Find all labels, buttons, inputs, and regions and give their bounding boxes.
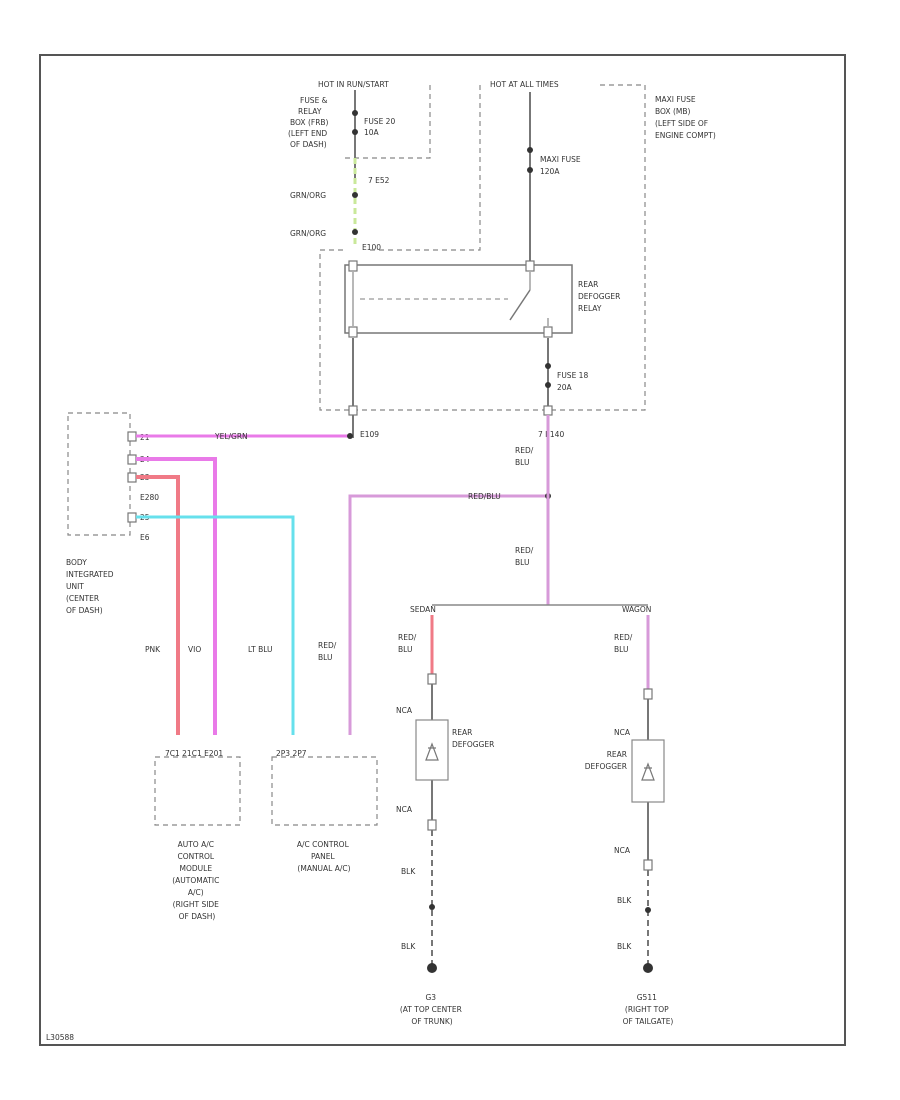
- fuse-18-bottom-terminal: [545, 382, 551, 388]
- bcm-pin-1: [127, 431, 137, 442]
- ground-g3-icon: [427, 963, 437, 973]
- sedan-red-blu-label: RED/BLU: [398, 633, 417, 654]
- relay-terminal-4: [543, 326, 553, 338]
- nca-label-1: NCA: [396, 706, 413, 715]
- connector-e140: 7 E140: [538, 430, 564, 439]
- underhood-box-label: MAXI FUSE BOX (MB) (LEFT SIDE OF ENGINE …: [655, 95, 716, 140]
- nca-label-3: NCA: [614, 728, 631, 737]
- sedan-label: SEDAN: [410, 605, 436, 614]
- bcm-pin-5: [127, 512, 137, 523]
- red-blu-ac-wire: [348, 494, 548, 735]
- bcm-connector-e6: E6: [140, 533, 150, 542]
- bcm-relay-wire-label: YEL/GRN: [214, 432, 248, 441]
- hot-box-outline: [368, 85, 481, 251]
- nca-label-4: NCA: [614, 846, 631, 855]
- fuse-20-top-terminal: [352, 110, 358, 116]
- red-blu-label-2: RED/BLU: [515, 546, 534, 567]
- blk-label-4: BLK: [617, 942, 632, 951]
- body-integrated-unit-label: BODY INTEGRATED UNIT (CENTER OF DASH): [66, 558, 116, 615]
- wagon-label: WAGON: [622, 605, 651, 614]
- hot-in-run-label: HOT IN RUN/START: [318, 80, 389, 89]
- body-integrated-unit-box: [67, 412, 131, 536]
- bcm-relay-splice: [347, 433, 353, 439]
- ac-control-panel-label: A/C CONTROL PANEL (MANUAL A/C): [297, 840, 351, 873]
- red-blu-vertical-label: RED/BLU: [318, 641, 337, 662]
- auto-ac-connector-pins: 7C1 21C1 E201: [165, 749, 223, 758]
- wagon-ground-splice: [645, 907, 651, 913]
- fuse-relay-box-label: FUSE & RELAY BOX (FRB) (LEFT END OF DASH…: [288, 96, 331, 149]
- sedan-defogger-connector-top: [427, 673, 437, 685]
- connector-e100: E100: [362, 243, 381, 252]
- bcm-pin-2: [127, 454, 137, 465]
- bcm-pin-column: 21 24 23 E280 25 E6: [127, 431, 159, 542]
- ac-panel-connector-pins: 2P3 2P7: [276, 749, 307, 758]
- grn-org-splice-2: [352, 229, 358, 235]
- diagram-frame: [39, 54, 846, 1046]
- nca-label-2: NCA: [396, 805, 413, 814]
- ac-control-panel-box: [271, 756, 378, 826]
- sedan-rear-defogger: [415, 719, 449, 781]
- grn-org-splice-1: [352, 192, 358, 198]
- wagon-rear-defogger: [631, 739, 665, 803]
- rear-defogger-relay: [344, 264, 573, 334]
- ground-g511-label: G511 (RIGHT TOP OF TAILGATE): [623, 993, 674, 1026]
- ground-g3-label: G3 (AT TOP CENTER OF TRUNK): [400, 993, 464, 1026]
- blk-label-1: BLK: [401, 867, 416, 876]
- hot-at-all-times-label: HOT AT ALL TIMES: [490, 80, 559, 89]
- fuse-20-bottom-terminal: [352, 129, 358, 135]
- blk-label-2: BLK: [401, 942, 416, 951]
- red-blu-horizontal-label: RED/BLU: [468, 492, 501, 501]
- ground-g511-icon: [643, 963, 653, 973]
- maxi-fuse-bottom-terminal: [527, 167, 533, 173]
- bcm-pin-3: [127, 472, 137, 483]
- relay-terminal-1: [348, 260, 358, 272]
- fuse-18-top-terminal: [545, 363, 551, 369]
- underhood-box-outline: [319, 84, 646, 411]
- relay-terminal-2: [525, 260, 535, 272]
- pnk-wire: [136, 475, 180, 735]
- wagon-red-blu-label: RED/BLU: [614, 633, 633, 654]
- lt-blu-wire-label: LT BLU: [248, 645, 273, 654]
- sedan-defogger-connector-bottom: [427, 819, 437, 831]
- wagon-defogger-connector-top: [643, 688, 653, 700]
- connector-frb-out: 7 E52: [368, 176, 390, 185]
- diagram-code: L30588: [46, 1033, 74, 1042]
- e140-terminal: [543, 405, 553, 416]
- grn-org-label-1: GRN/ORG: [290, 191, 326, 200]
- relay-switch-contact: [509, 289, 531, 321]
- rear-defogger-relay-label: REAR DEFOGGER RELAY: [578, 280, 623, 313]
- bcm-connector-e280: E280: [140, 493, 159, 502]
- sedan-defogger-heater-icon: [425, 742, 439, 761]
- wagon-defogger-connector-bottom: [643, 859, 653, 871]
- relay-terminal-3: [348, 326, 358, 338]
- red-blu-label-1: RED/BLU: [515, 446, 534, 467]
- sedan-ground-splice: [429, 904, 435, 910]
- auto-ac-control-module-box: [154, 756, 241, 826]
- grn-org-label-2: GRN/ORG: [290, 229, 326, 238]
- e109-terminal: [348, 405, 358, 416]
- fuse-relay-box-outline: [345, 85, 431, 159]
- vio-wire-label: VIO: [188, 645, 201, 654]
- lt-blu-wire: [136, 515, 295, 735]
- blk-label-3: BLK: [617, 896, 632, 905]
- maxi-fuse-top-terminal: [527, 147, 533, 153]
- pnk-wire-label: PNK: [145, 645, 161, 654]
- wagon-defogger-heater-icon: [641, 762, 655, 781]
- connector-e109: E109: [360, 430, 379, 439]
- vio-wire: [136, 457, 217, 735]
- auto-ac-control-module-label: AUTO A/C CONTROL MODULE (AUTOMATIC A/C) …: [172, 840, 221, 921]
